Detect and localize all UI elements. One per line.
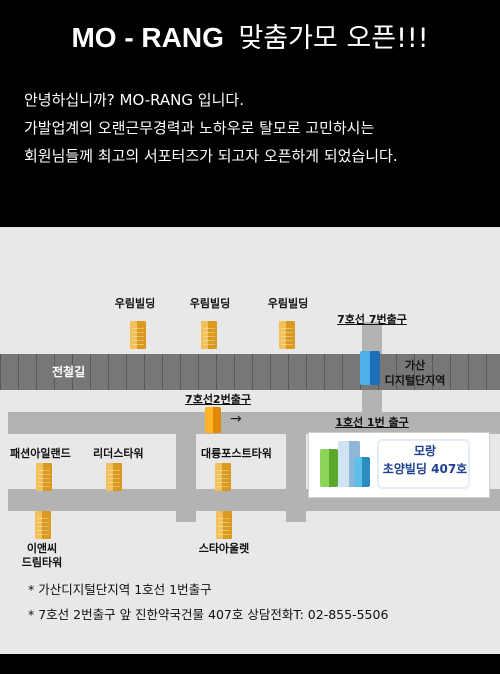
direction-note: * 7호선 2번출구 앞 진한약국건물 407호 상담전화T: 02-855-5… <box>28 607 389 622</box>
building-icon <box>201 321 217 349</box>
brand-name: MO - RANG <box>71 22 224 53</box>
building-icon <box>320 449 338 487</box>
station-label-line1: 가산 <box>404 359 426 372</box>
building-label-fashion-island: 패션아일랜드 <box>10 447 71 460</box>
direction-note: * 가산디지털단지역 1호선 1번출구 <box>28 582 212 597</box>
exit-label-line7-exit2: 7호선2번출구 <box>185 393 251 406</box>
building-icon <box>106 463 122 491</box>
station-label-line2: 디지털단지역 <box>384 374 446 387</box>
intro-text: 안녕하십니까? MO-RANG 입니다. 가발업계의 오랜근무경력과 노하우로 … <box>24 86 489 170</box>
road-upper <box>8 412 500 434</box>
building-label-enc-line1: 이앤씨 <box>26 542 58 555</box>
building-label-daeryung-post-tower: 대륭포스트타워 <box>201 447 272 460</box>
railway <box>0 354 500 390</box>
target-building-icon <box>316 439 372 491</box>
building-label-woorim-2: 우림빌딩 <box>189 297 231 310</box>
building-label-woorim-1: 우림빌딩 <box>114 297 156 310</box>
railway-label: 전철길 <box>52 365 86 379</box>
title-text: 맞춤가모 오픈!!! <box>238 23 429 54</box>
building-icon <box>35 511 51 539</box>
exit-building-icon <box>205 407 221 433</box>
building-icon <box>354 457 370 487</box>
target-name-line1: 모랑 <box>413 444 437 458</box>
building-icon <box>130 321 146 349</box>
road-vertical-left <box>176 412 196 522</box>
arrow-right-icon: → <box>230 411 242 427</box>
building-icon <box>215 463 231 491</box>
target-location-name: 모랑 초양빌딩 407호 <box>380 442 470 478</box>
building-label-leaders-tower: 리더스타워 <box>93 447 144 460</box>
page-title: MO - RANG 맞춤가모 오픈!!! <box>0 20 500 57</box>
exit-label-line1-exit1: 1호선 1번 출구 <box>335 416 409 429</box>
building-label-style-outlet: 스타아울렛 <box>198 542 250 555</box>
building-icon <box>216 511 232 539</box>
intro-line: 안녕하십니까? MO-RANG 입니다. <box>24 91 244 109</box>
building-icon <box>36 463 52 491</box>
building-icon <box>279 321 295 349</box>
station-building-icon <box>360 351 380 385</box>
location-map: 전철길 우림빌딩 우림빌딩 우림빌딩 7호선 7번출구 가산 디지털단지역 7호… <box>0 227 500 654</box>
exit-label-line7-exit7: 7호선 7번출구 <box>337 313 407 326</box>
header: MO - RANG 맞춤가모 오픈!!! 안녕하십니까? MO-RANG 입니다… <box>0 0 500 227</box>
road-vertical-mid <box>286 412 306 522</box>
intro-line: 회원님들께 최고의 서포터즈가 되고자 오픈하게 되었습니다. <box>24 147 398 165</box>
building-label-woorim-3: 우림빌딩 <box>267 297 309 310</box>
building-label-enc-line2: 드림타워 <box>21 556 63 569</box>
intro-line: 가발업계의 오랜근무경력과 노하우로 탈모로 고민하시는 <box>24 119 375 137</box>
target-badge <box>377 439 470 489</box>
target-name-line2: 초양빌딩 407호 <box>382 462 468 476</box>
footer-bar <box>0 654 500 674</box>
